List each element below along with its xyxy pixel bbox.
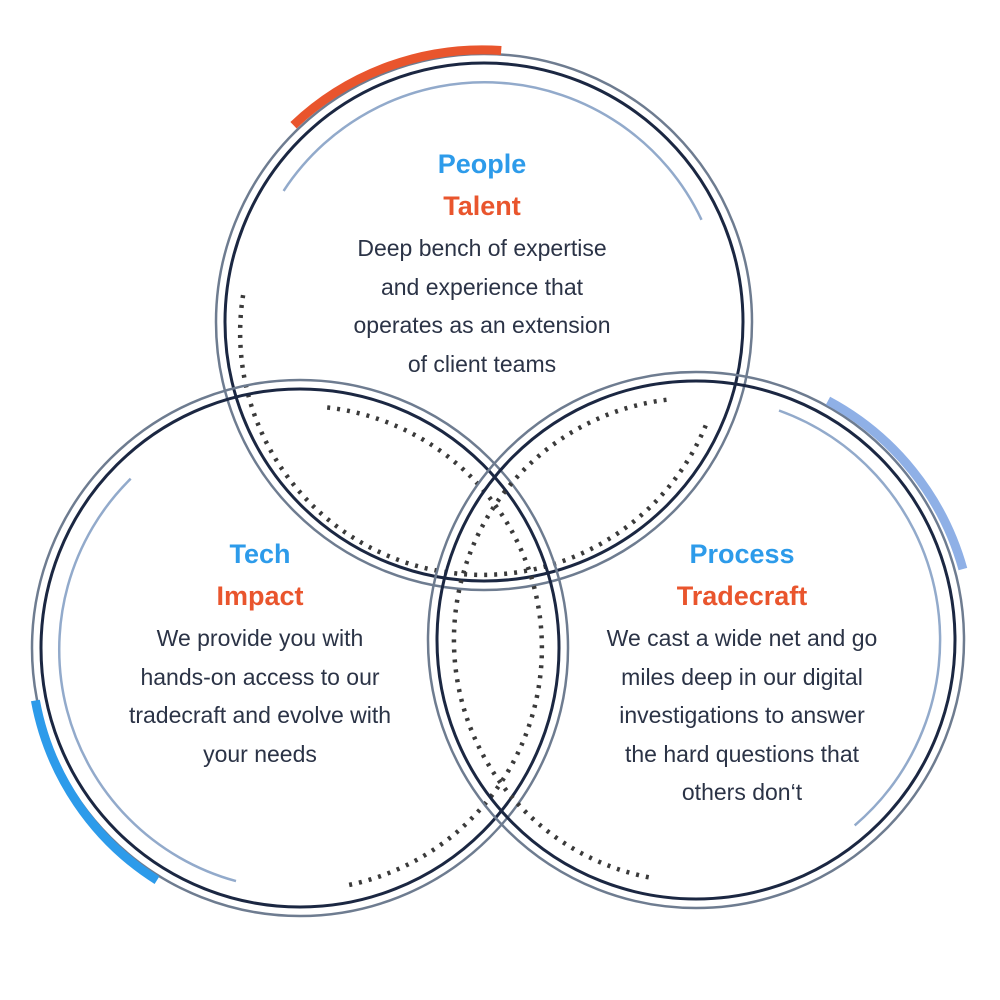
tech-description-line: hands-on access to our [140,663,380,690]
process-outer-ring [426,370,966,910]
process-accent-arc [825,396,968,571]
people-thin-arc [282,81,703,221]
people-circle [214,45,754,592]
process-inner-ring [435,379,957,901]
tech-accent-arc [30,699,160,885]
people-inner-ring [223,61,745,583]
tech-description: We provide you with hands-on access to o… [100,619,420,773]
people-description-line: of client teams [407,350,557,377]
tech-description-line: your needs [203,740,317,767]
people-dotted-arc [237,294,709,578]
tech-inner-ring [39,387,561,909]
tech-description-line: tradecraft and evolve with [128,702,392,728]
process-description-line: the hard questions that [625,740,859,767]
process-subtitle: Tradecraft [676,581,808,611]
process-text-block: Process Tradecraft We cast a wide net an… [582,533,902,812]
process-dotted-arc [451,397,667,880]
process-circle [426,370,968,910]
people-accent-arc [290,45,502,129]
people-subtitle: Talent [443,191,521,221]
tech-description-line: We provide you with [156,625,364,651]
tech-circle [30,378,570,918]
process-title: Process [689,539,795,569]
people-text-block: People Talent Deep bench of expertise an… [322,143,642,383]
process-thin-arc [778,409,942,827]
people-description: Deep bench of expertise and experience t… [322,229,642,383]
process-description-line: investigations to answer [619,702,865,728]
process-description: We cast a wide net and go miles deep in … [582,619,902,812]
process-description-line: We cast a wide net and go [606,625,878,651]
tech-dotted-arc [326,405,545,888]
tech-outer-ring [30,378,570,918]
people-description-line: operates as an extension [353,312,611,338]
people-description-line: Deep bench of expertise [357,235,607,261]
people-title: People [437,149,527,179]
tech-title: Tech [229,539,291,569]
tech-thin-arc [57,477,237,883]
process-description-line: miles deep in our digital [621,663,863,690]
process-description-line: others don‘t [681,779,803,805]
tech-subtitle: Impact [216,581,304,611]
tech-text-block: Tech Impact We provide you with hands-on… [100,533,420,773]
people-description-line: and experience that [380,273,584,300]
